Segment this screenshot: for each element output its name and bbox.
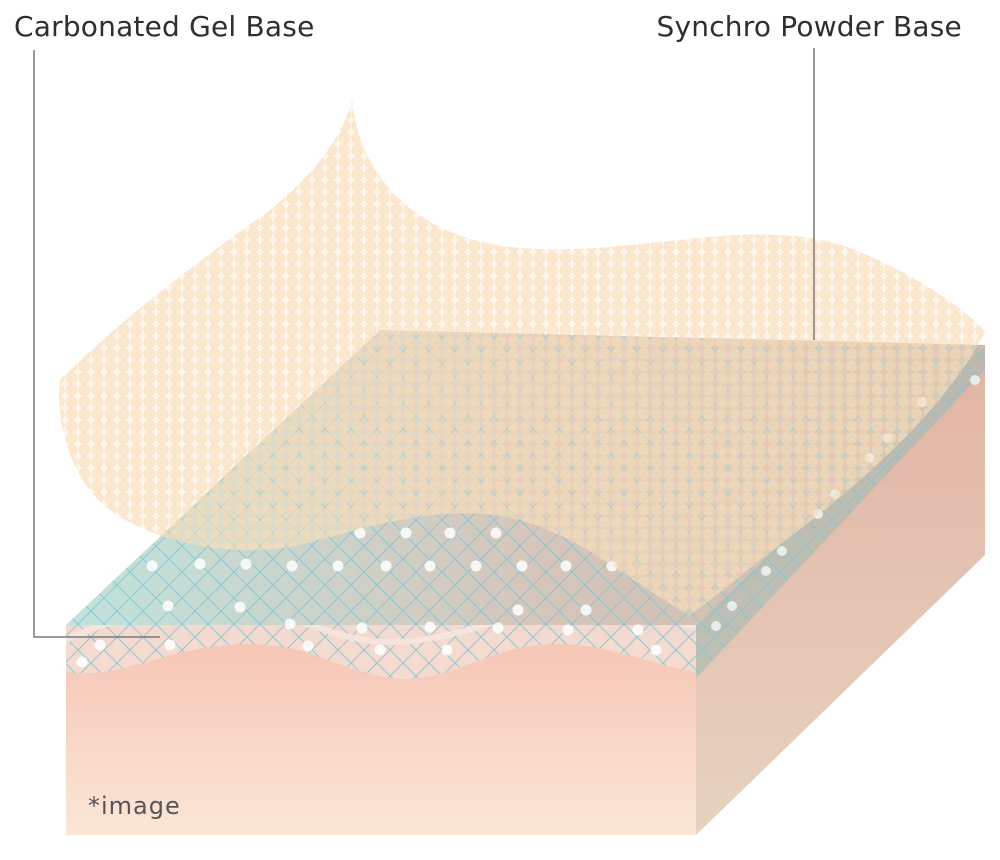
gel-bubble (400, 527, 412, 539)
gel-bubble (632, 624, 644, 636)
gel-bubble (512, 604, 524, 616)
gel-bubbles (76, 527, 662, 668)
gel-bubble (424, 560, 436, 572)
gel-bubble (562, 624, 574, 636)
side-gel-bubble (761, 566, 771, 576)
gel-bubble (560, 560, 572, 572)
gel-bubble (650, 644, 662, 656)
side-gel-bubble (970, 375, 980, 385)
gel-bubble (441, 644, 453, 656)
synchro-powder-sheet-tint (59, 100, 986, 615)
gel-bubble (284, 618, 296, 630)
gel-bubble (240, 558, 252, 570)
image-note: *image (88, 792, 181, 820)
gel-bubble (234, 601, 246, 613)
gel-bubble (354, 527, 366, 539)
gel-bubble (470, 560, 482, 572)
gel-bubble (94, 639, 106, 651)
gel-bubble (302, 640, 314, 652)
gel-bubble (164, 639, 176, 651)
gel-bubble (194, 558, 206, 570)
gel-bubble (162, 600, 174, 612)
gel-bubble (444, 527, 456, 539)
synchro-powder-base-label: Synchro Powder Base (656, 10, 962, 43)
block-front-face (66, 625, 696, 835)
front-inner-wave (66, 625, 696, 646)
gel-bubble (492, 622, 504, 634)
gel-bubble (424, 621, 436, 633)
gel-bubble (146, 560, 158, 572)
gel-bubble (580, 604, 592, 616)
gel-bubble (76, 656, 88, 668)
synchro-powder-sheet (59, 100, 986, 615)
gel-bubble (286, 560, 298, 572)
gel-bubble (374, 644, 386, 656)
block-side-face (696, 345, 985, 835)
gel-bubble (490, 527, 502, 539)
side-gel-bubble (777, 546, 787, 556)
side-gel-bubble (711, 621, 721, 631)
gel-bubble (516, 560, 528, 572)
leader-line-gel (33, 50, 160, 638)
gel-bubble (356, 622, 368, 634)
gel-bubble (332, 560, 344, 572)
gel-bubble (380, 560, 392, 572)
carbonated-gel-base-label: Carbonated Gel Base (14, 10, 315, 43)
side-gel-bubble (727, 601, 737, 611)
